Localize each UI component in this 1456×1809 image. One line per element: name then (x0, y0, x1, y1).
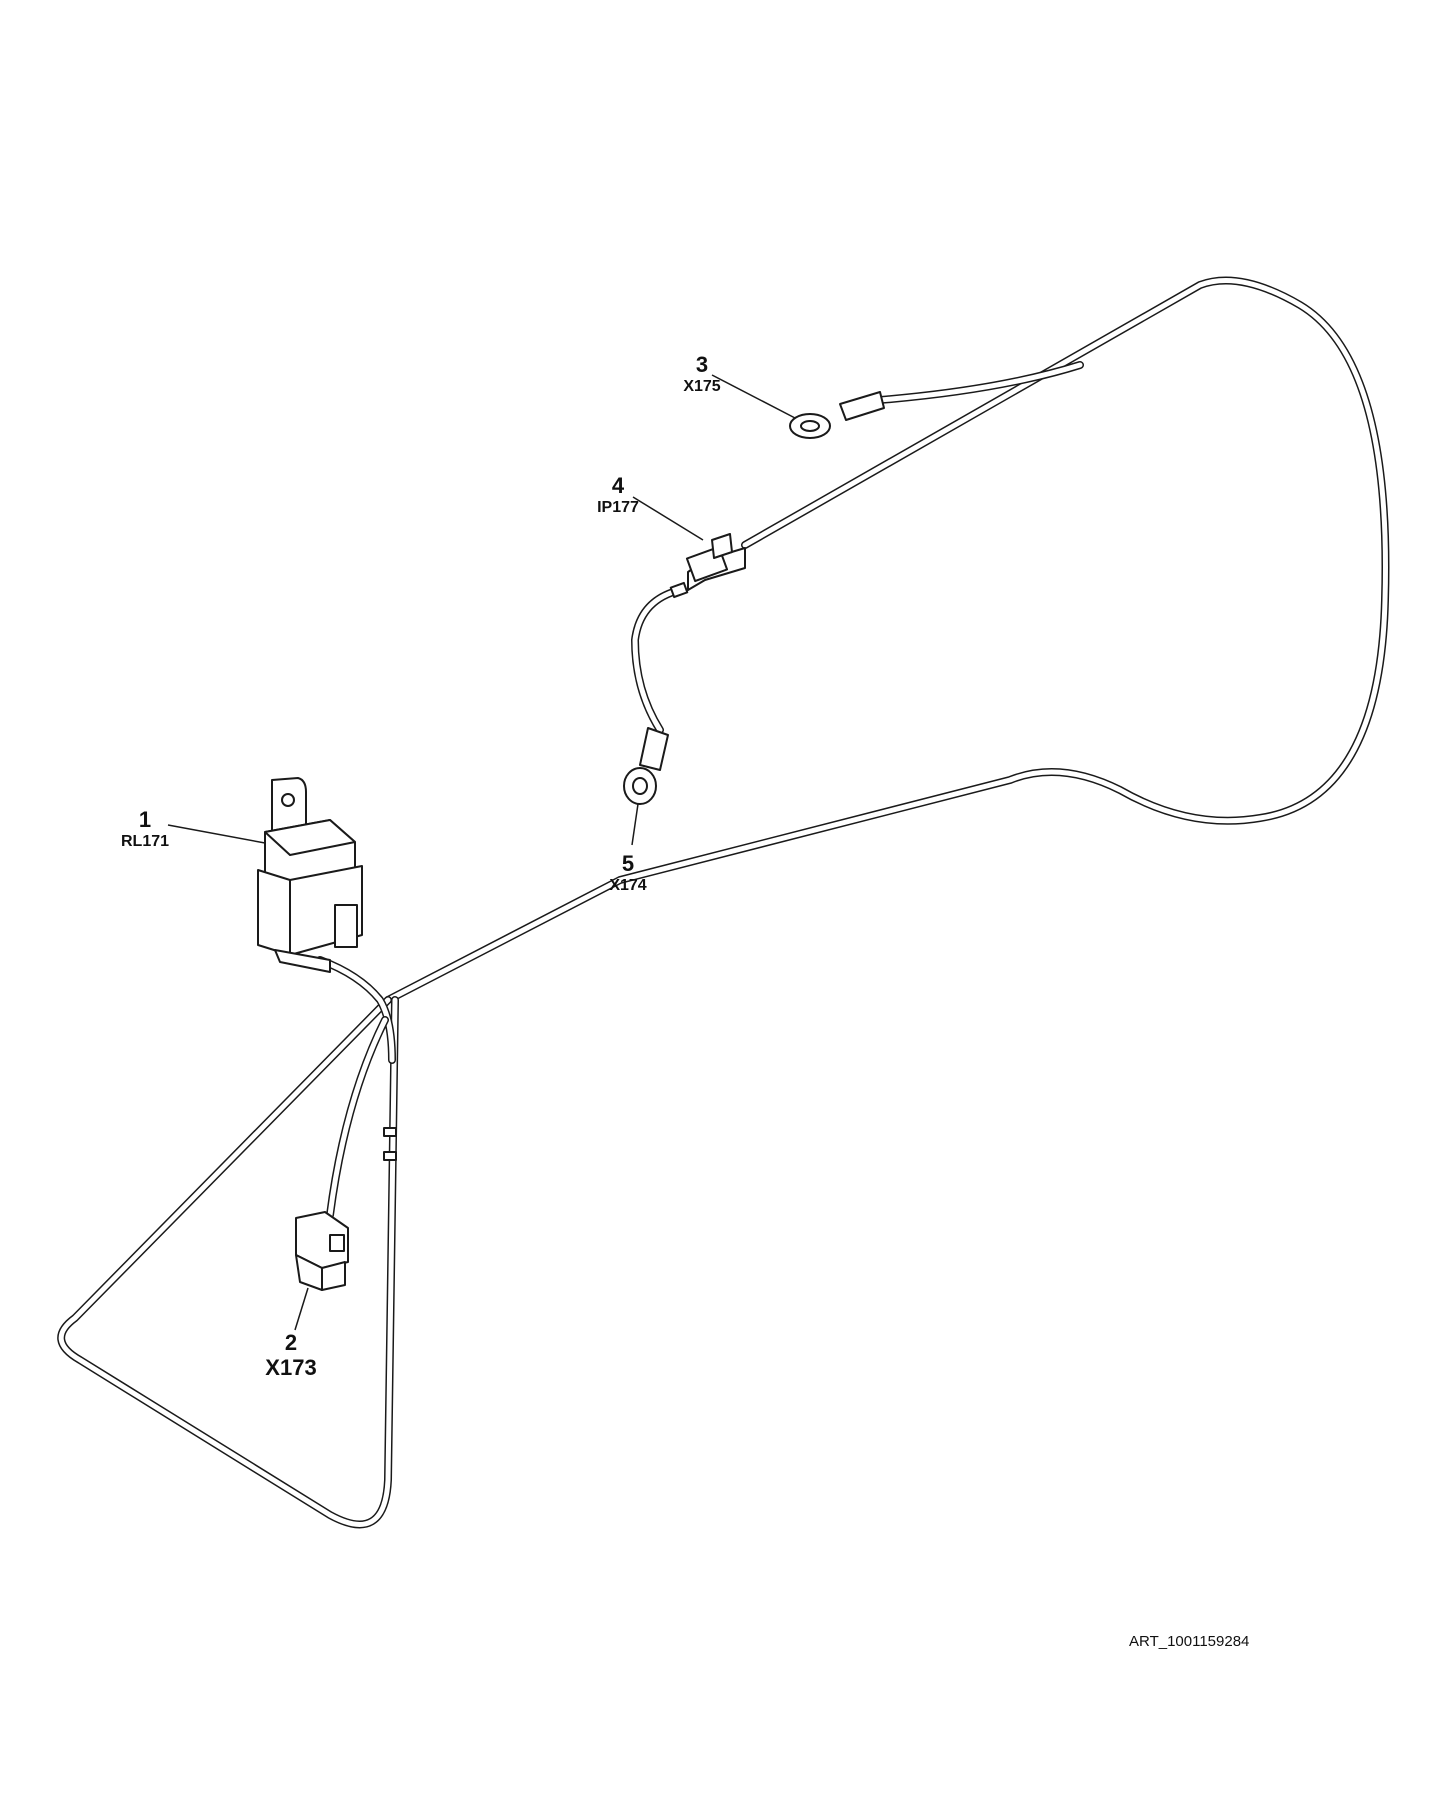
fuse-holder-ip177 (669, 533, 746, 599)
ring-terminal-x174 (623, 727, 669, 805)
callout-1-code: RL171 (120, 833, 170, 850)
art-id-label: ART_1001159284 (1129, 1633, 1250, 1650)
callout-2-code: X173 (265, 1355, 317, 1380)
connector-x173 (295, 1211, 349, 1291)
callout-4-number: 4 (611, 473, 625, 498)
leader-2 (294, 1287, 309, 1331)
callout-5-number: 5 (621, 851, 635, 876)
leader-3 (711, 374, 796, 419)
callout-2: 2 X173 (265, 1331, 316, 1381)
callout-4: 4 IP177 (597, 474, 639, 518)
callout-5-code: X174 (609, 877, 647, 894)
leader-5 (631, 803, 639, 846)
callout-2-number: 2 (284, 1330, 298, 1355)
callout-3-code: X175 (683, 378, 721, 395)
relay-rl171 (257, 777, 363, 973)
callout-3: 3 X175 (683, 353, 720, 397)
callout-1: 1 RL171 (121, 808, 169, 852)
callout-1-number: 1 (138, 807, 152, 832)
ring-terminal-x175 (789, 391, 885, 439)
main-harness (57, 276, 1390, 1529)
leader-4 (632, 496, 704, 541)
callout-3-number: 3 (695, 352, 709, 377)
leader-1 (167, 824, 266, 844)
callout-4-code: IP177 (597, 499, 639, 516)
callout-5: 5 X174 (609, 852, 646, 896)
